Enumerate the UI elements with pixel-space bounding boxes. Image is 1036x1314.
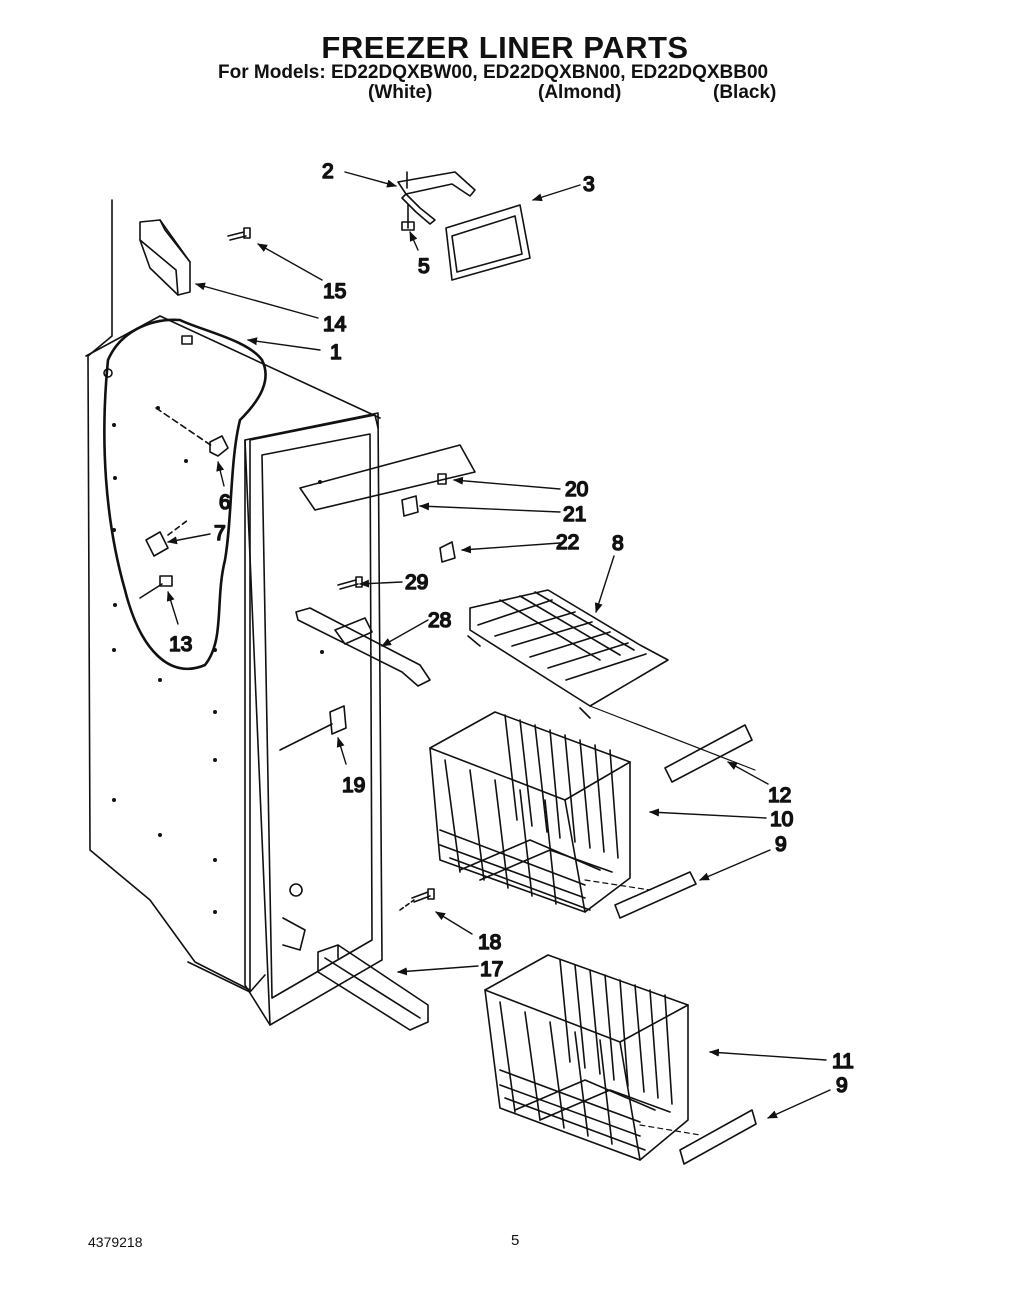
callout-2: 2 — [322, 160, 334, 183]
callout-15: 15 — [323, 280, 346, 303]
page-title: FREEZER LINER PARTS — [321, 30, 689, 65]
callout-5: 5 — [418, 255, 430, 278]
color-black: (Black) — [713, 82, 777, 103]
callout-11: 11 — [832, 1050, 854, 1073]
callout-6: 6 — [219, 491, 231, 514]
callout-14: 14 — [323, 313, 347, 336]
color-white: (White) — [368, 82, 433, 103]
hardware-parts — [139, 171, 531, 1031]
callout-1: 1 — [330, 341, 342, 364]
callout-21: 21 — [563, 503, 586, 526]
page-number: 5 — [511, 1232, 520, 1249]
freezer-liner — [85, 199, 476, 1026]
callout-29: 29 — [405, 571, 428, 594]
callout-19: 19 — [342, 774, 365, 797]
callout-9-upper: 9 — [775, 833, 787, 856]
callout-10: 10 — [770, 808, 793, 831]
callout-20: 20 — [565, 478, 588, 501]
color-almond: (Almond) — [538, 82, 622, 103]
callout-12: 12 — [768, 784, 791, 807]
lower-basket — [484, 954, 757, 1165]
callout-9-lower: 9 — [836, 1074, 848, 1097]
callout-8: 8 — [612, 532, 624, 555]
callout-18: 18 — [478, 931, 501, 954]
wire-shelf — [467, 589, 756, 783]
callout-22: 22 — [556, 531, 579, 554]
callout-13: 13 — [169, 633, 192, 656]
callout-28: 28 — [428, 609, 451, 632]
models-line: For Models: ED22DQXBW00, ED22DQXBN00, ED… — [218, 62, 769, 83]
callout-leaders — [166, 171, 831, 1119]
callout-7: 7 — [214, 522, 226, 545]
callout-labels: 2 3 5 15 14 1 20 21 22 8 6 7 29 28 13 19… — [168, 159, 854, 1098]
upper-basket — [429, 711, 697, 919]
callout-3: 3 — [583, 173, 595, 196]
document-number: 4379218 — [88, 1234, 143, 1250]
callout-17: 17 — [480, 958, 503, 981]
